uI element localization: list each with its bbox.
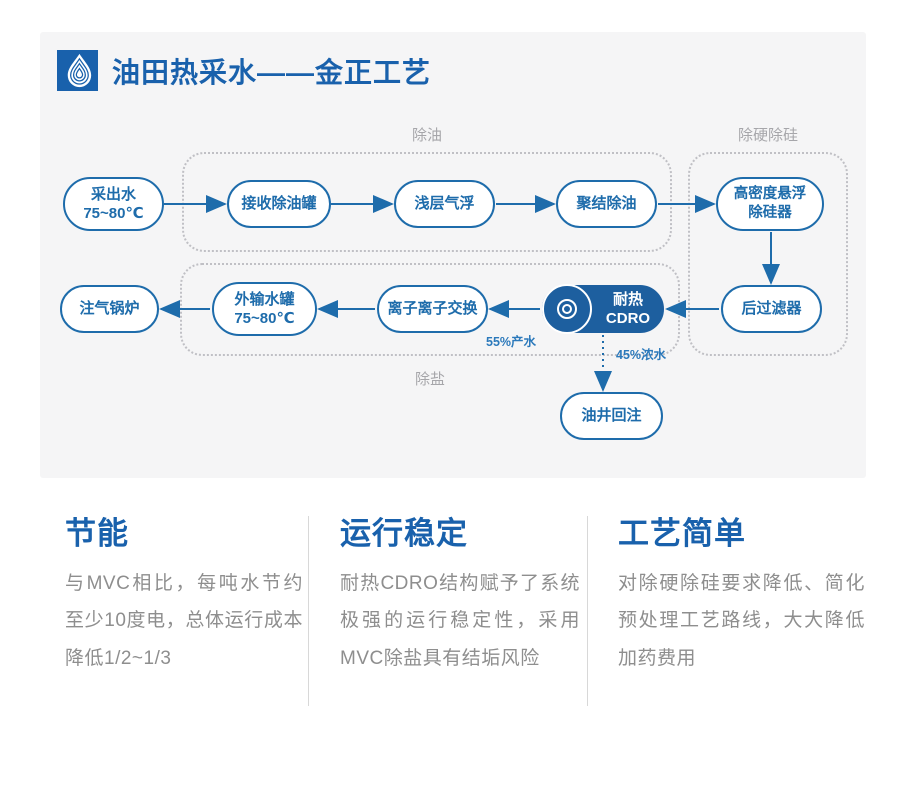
group-label-deoiling: 除油	[411, 127, 442, 144]
feature-simple-process: 工艺简单 对除硬除硅要求降低、简化预处理工艺路线，大大降低加药费用	[618, 508, 865, 677]
node-produced-water: 采出水 75~80℃	[63, 177, 164, 231]
node-shallow-air-flotation: 浅层气浮	[394, 180, 495, 228]
node-coalescing-deoiling: 聚结除油	[556, 180, 657, 228]
feature-title: 节能	[65, 516, 129, 551]
feature-divider-2	[587, 516, 588, 706]
node-heat-resistant-cdro: 耐热CDRO	[542, 284, 664, 334]
node-oil-well-reinjection: 油井回注	[560, 392, 663, 440]
node-gas-injection-boiler: 注气锅炉	[60, 285, 159, 333]
feature-body: 耐热CDRO结构赋予了系统极强的运行稳定性，采用MVC除盐具有结垢风险	[340, 573, 580, 669]
node-high-density-silica-remover: 高密度悬浮 除硅器	[716, 177, 824, 231]
header: 油田热采水——金正工艺	[57, 50, 431, 91]
feature-title: 运行稳定	[340, 516, 468, 551]
node-ion-exchange: 离子离子交换	[377, 285, 488, 333]
feature-divider-1	[308, 516, 309, 706]
label-55-percent-product-water: 55%产水	[486, 335, 537, 349]
feature-body: 与MVC相比，每吨水节约至少10度电，总体运行成本降低1/2~1/3	[65, 573, 303, 669]
page-title: 油田热采水——金正工艺	[112, 56, 432, 88]
label-45-percent-concentrate: 45%浓水	[616, 348, 667, 362]
diagram-panel	[40, 32, 866, 478]
feature-title: 工艺简单	[618, 516, 746, 551]
cdro-target-icon	[542, 284, 592, 334]
node-receiving-deoiling-tank: 接收除油罐	[227, 180, 331, 228]
feature-energy-saving: 节能 与MVC相比，每吨水节约至少10度电，总体运行成本降低1/2~1/3	[65, 508, 303, 677]
group-label-desalination: 除盐	[414, 371, 445, 388]
node-post-filter: 后过滤器	[721, 285, 822, 333]
group-box-deoiling	[182, 152, 672, 252]
feature-stable-operation: 运行稳定 耐热CDRO结构赋予了系统极强的运行稳定性，采用MVC除盐具有结垢风险	[340, 508, 580, 677]
cdro-label: 耐热CDRO	[605, 290, 651, 328]
group-label-hardness-silica-removal: 除硬除硅	[737, 127, 798, 144]
feature-body: 对除硬除硅要求降低、简化预处理工艺路线，大大降低加药费用	[618, 573, 865, 669]
node-export-water-tank: 外输水罐 75~80℃	[212, 282, 317, 336]
group-box-hardness-silica-removal	[688, 152, 848, 356]
water-drop-logo-icon	[57, 50, 98, 91]
